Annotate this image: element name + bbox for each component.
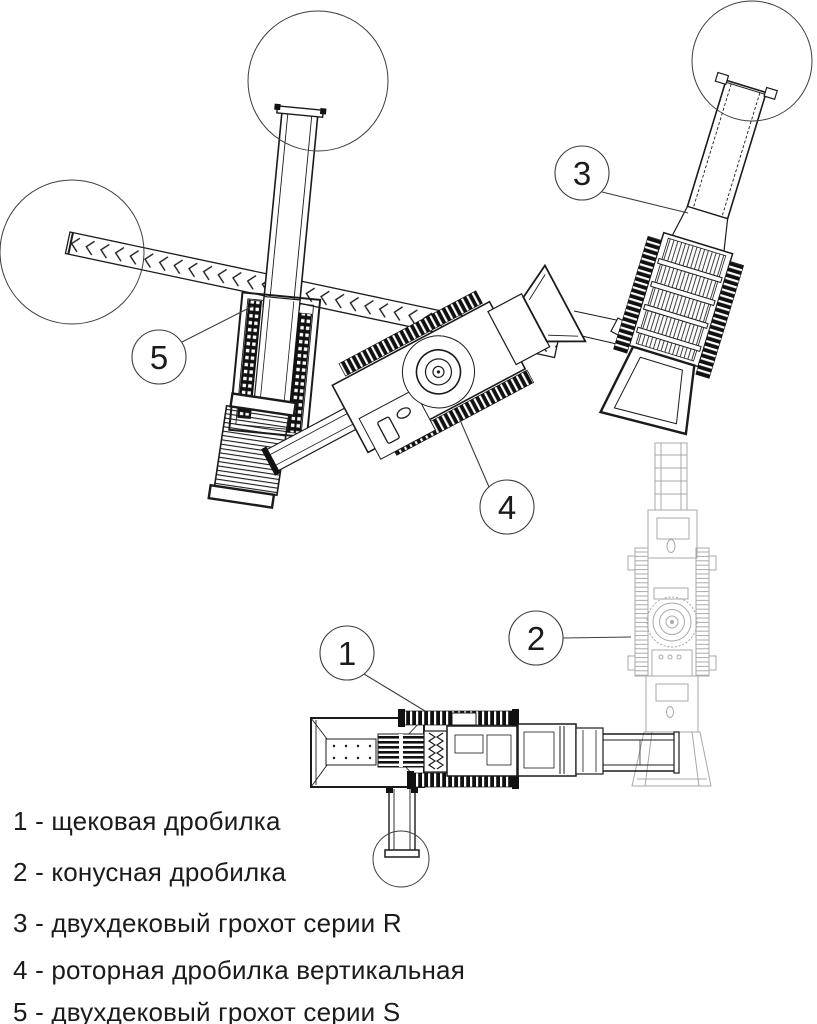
callout-5: 5 — [131, 305, 254, 385]
m3-discharge-chute — [598, 345, 696, 436]
m1-crusher-body — [446, 725, 518, 777]
callout-1: 1 — [319, 625, 426, 712]
m1-feed-hopper — [310, 717, 425, 788]
machine-3-screen-series-r — [598, 71, 778, 436]
callout-4-number: 4 — [498, 489, 516, 526]
m4-rotor — [401, 335, 475, 409]
detail-circle-m3-head — [691, 0, 813, 122]
detail-circle-m5-head — [247, 10, 389, 152]
m2-track-right — [695, 547, 710, 677]
m2-upper-body — [647, 509, 698, 559]
machine-4-vertical-rotary-crusher — [261, 263, 587, 476]
machine-2-cone-crusher — [627, 442, 717, 787]
m1-rear-body — [517, 723, 577, 777]
m2-track-left — [634, 547, 649, 677]
callout-1-number: 1 — [338, 635, 356, 672]
callout-5-number: 5 — [150, 339, 168, 376]
m2-cone-head — [646, 596, 698, 648]
m1-side-conveyor — [384, 788, 420, 858]
m2-discharge-chute — [631, 731, 712, 787]
m3-track-left — [613, 235, 662, 354]
transfer-rails — [573, 310, 622, 346]
machine-5-screen-series-s — [207, 103, 327, 509]
m2-feed-frame — [654, 442, 688, 514]
detail-circle-belt-tail — [0, 179, 145, 325]
m3-track-right — [695, 261, 745, 379]
m2-lower-body — [645, 675, 699, 733]
m1-jaw-chamber — [423, 730, 448, 773]
machine-1-jaw-crusher — [310, 709, 680, 858]
callout-3: 3 — [554, 145, 689, 214]
callout-2: 2 — [508, 610, 632, 666]
callout-3-number: 3 — [573, 155, 591, 192]
callout-4: 4 — [456, 412, 535, 535]
m1-discharge-conveyor — [603, 731, 680, 774]
callout-2-number: 2 — [527, 620, 545, 657]
m4-track-upper — [338, 290, 483, 377]
detail-circle-m1-side-discharge — [372, 830, 430, 888]
m4-motor-panel — [358, 388, 437, 460]
m3-feed-conveyor — [686, 79, 768, 220]
